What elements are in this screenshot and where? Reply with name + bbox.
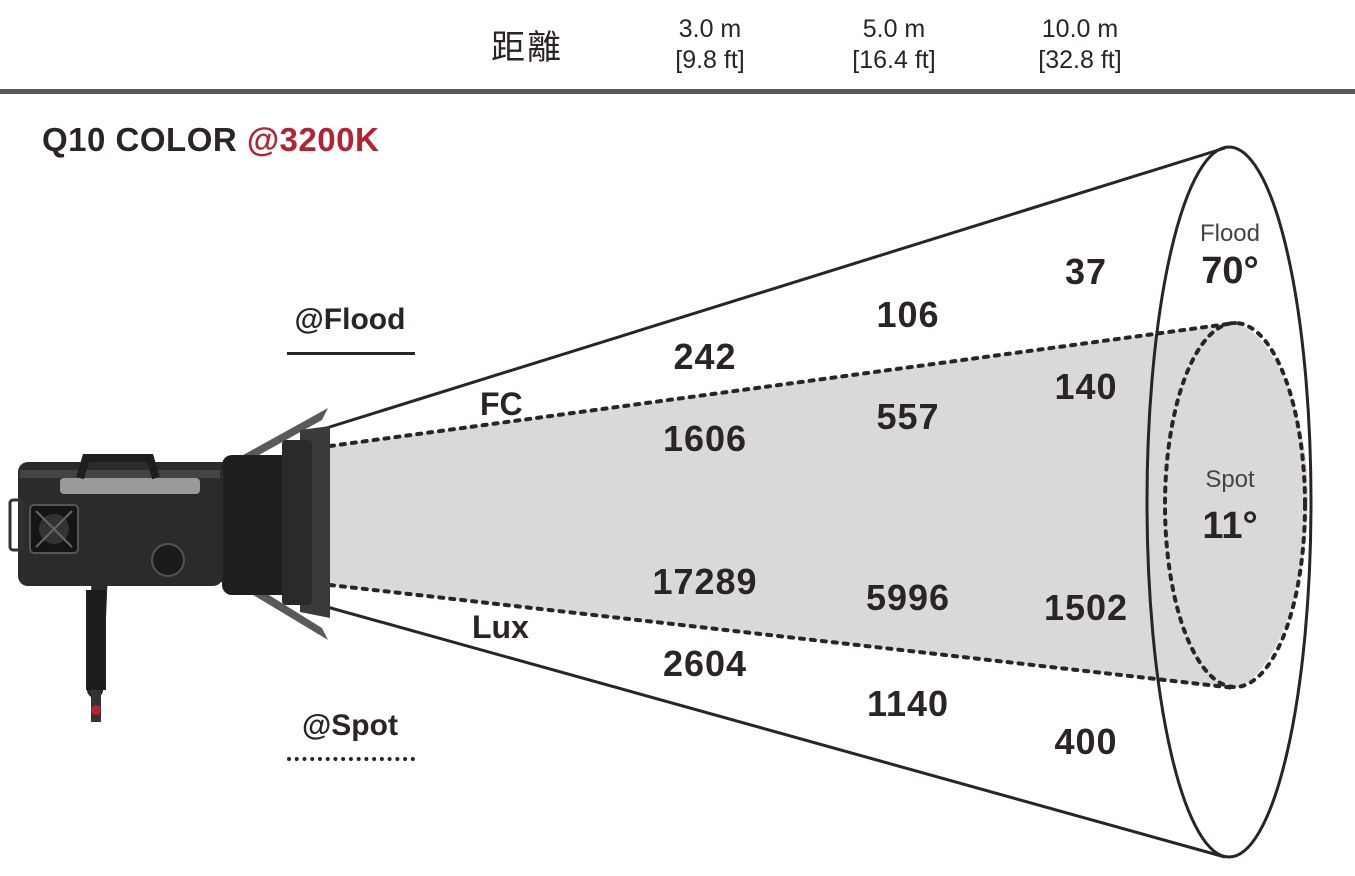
flood-fc-10m: 37: [1064, 251, 1108, 292]
unit-lux: Lux: [472, 609, 529, 645]
light-fixture-icon: [8, 408, 330, 722]
spot-angle-value: 11°: [1202, 505, 1258, 547]
flood-lux-3m: 2604: [662, 643, 748, 684]
legend-flood-line: [287, 352, 415, 355]
spot-angle-label: Spot: [1205, 466, 1255, 493]
spot-beam-end: [1163, 321, 1307, 689]
distance-column-2: 5.0 m [16.4 ft]: [814, 14, 974, 76]
flood-fc-5m: 106: [876, 294, 940, 335]
flood-beam-bottom-edge: [319, 603, 1226, 859]
spot-beam-bottom-edge: [328, 583, 1237, 690]
spot-lux-10m: 1502: [1043, 587, 1129, 628]
spot-beam-top-edge: [328, 321, 1237, 448]
unit-fc: FC: [480, 386, 523, 422]
flood-angle-value: 70°: [1201, 250, 1259, 292]
legend-flood-label: @Flood: [294, 303, 406, 336]
header-divider: [0, 89, 1355, 94]
legend-spot-line: [287, 757, 415, 761]
distance-label: 距離: [491, 29, 563, 67]
flood-fc-3m: 242: [673, 336, 737, 377]
spot-lux-5m: 5996: [865, 577, 951, 618]
distance-ft: [9.8 ft]: [675, 46, 745, 74]
flood-angle-label: Flood: [1199, 220, 1261, 247]
distance-column-1: 3.0 m [9.8 ft]: [630, 14, 790, 76]
distance-ft: [16.4 ft]: [852, 46, 936, 74]
spot-lux-3m: 17289: [652, 561, 758, 602]
page-title: Q10 COLOR @3200K: [42, 121, 379, 159]
spot-fc-5m: 557: [876, 396, 940, 437]
distance-m: 10.0 m: [1041, 15, 1119, 43]
color-temperature: @3200K: [246, 121, 380, 158]
distance-m: 3.0 m: [678, 15, 742, 43]
flood-lux-5m: 1140: [866, 683, 950, 724]
flood-lux-10m: 400: [1054, 721, 1118, 762]
flood-beam-top-edge: [319, 146, 1226, 432]
distance-m: 5.0 m: [862, 15, 926, 43]
legend-spot-label: @Spot: [302, 709, 398, 742]
distance-ft: [32.8 ft]: [1038, 46, 1122, 74]
distance-column-3: 10.0 m [32.8 ft]: [1000, 14, 1160, 76]
flood-beam-end: [1145, 145, 1313, 859]
spot-fc-10m: 140: [1054, 366, 1118, 407]
model-name: Q10 COLOR: [42, 121, 247, 158]
spot-fc-3m: 1606: [662, 418, 748, 459]
